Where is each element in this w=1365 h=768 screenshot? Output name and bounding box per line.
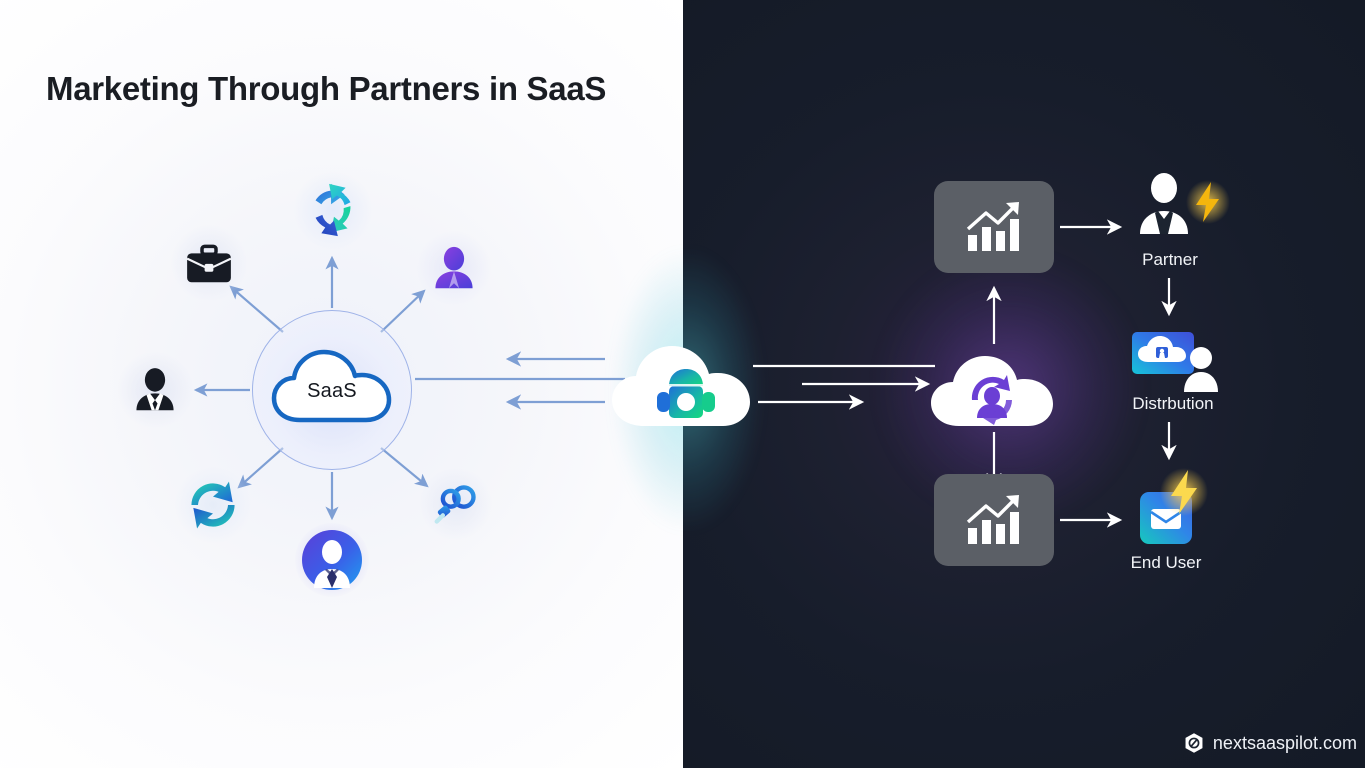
page-title: Marketing Through Partners in SaaS <box>46 70 607 107</box>
partner-to-distribution-arrow <box>1161 278 1177 317</box>
left-connector-arrows <box>193 255 429 521</box>
cloud-user-sync-icon <box>922 344 1064 436</box>
watermark-text: nextsaaspilot.com <box>1212 732 1357 753</box>
watermark: nextsaaspilot.com <box>1183 732 1357 754</box>
cloud-screen-user-icon <box>1128 328 1224 394</box>
sync-arrows-icon <box>172 464 254 546</box>
partner-label: Partner <box>1142 250 1198 269</box>
bar-chart-growth-icon <box>934 181 1054 273</box>
user-avatar-icon <box>414 228 494 308</box>
person-tie-icon <box>1132 168 1218 240</box>
enduser-label: End User <box>1130 553 1202 572</box>
hub-to-chart-arrow-up <box>986 285 1002 344</box>
bridge-inbound-arrows <box>415 351 625 410</box>
chart-to-enduser-arrow <box>1060 512 1123 528</box>
bar-chart-growth-icon <box>934 474 1054 566</box>
sync-arrows-icon <box>291 168 375 252</box>
user-circle-icon <box>295 523 369 597</box>
chain-link-icon <box>418 466 494 542</box>
briefcase-icon <box>168 222 250 304</box>
bot-cloud-icon <box>602 334 764 438</box>
business-person-icon <box>115 350 195 430</box>
distribution-to-enduser-arrow <box>1161 422 1177 461</box>
lightning-bolt-icon <box>1185 178 1231 226</box>
chart-to-partner-arrow <box>1060 219 1123 235</box>
saas-cloud-icon <box>266 342 398 434</box>
saas-label: SaaS <box>307 379 357 402</box>
distribution-label: Distrbution <box>1132 394 1214 413</box>
hexagon-logo-icon <box>1183 732 1205 754</box>
bridge-outbound-arrows <box>753 364 935 410</box>
lightning-bolt-icon <box>1160 466 1208 518</box>
